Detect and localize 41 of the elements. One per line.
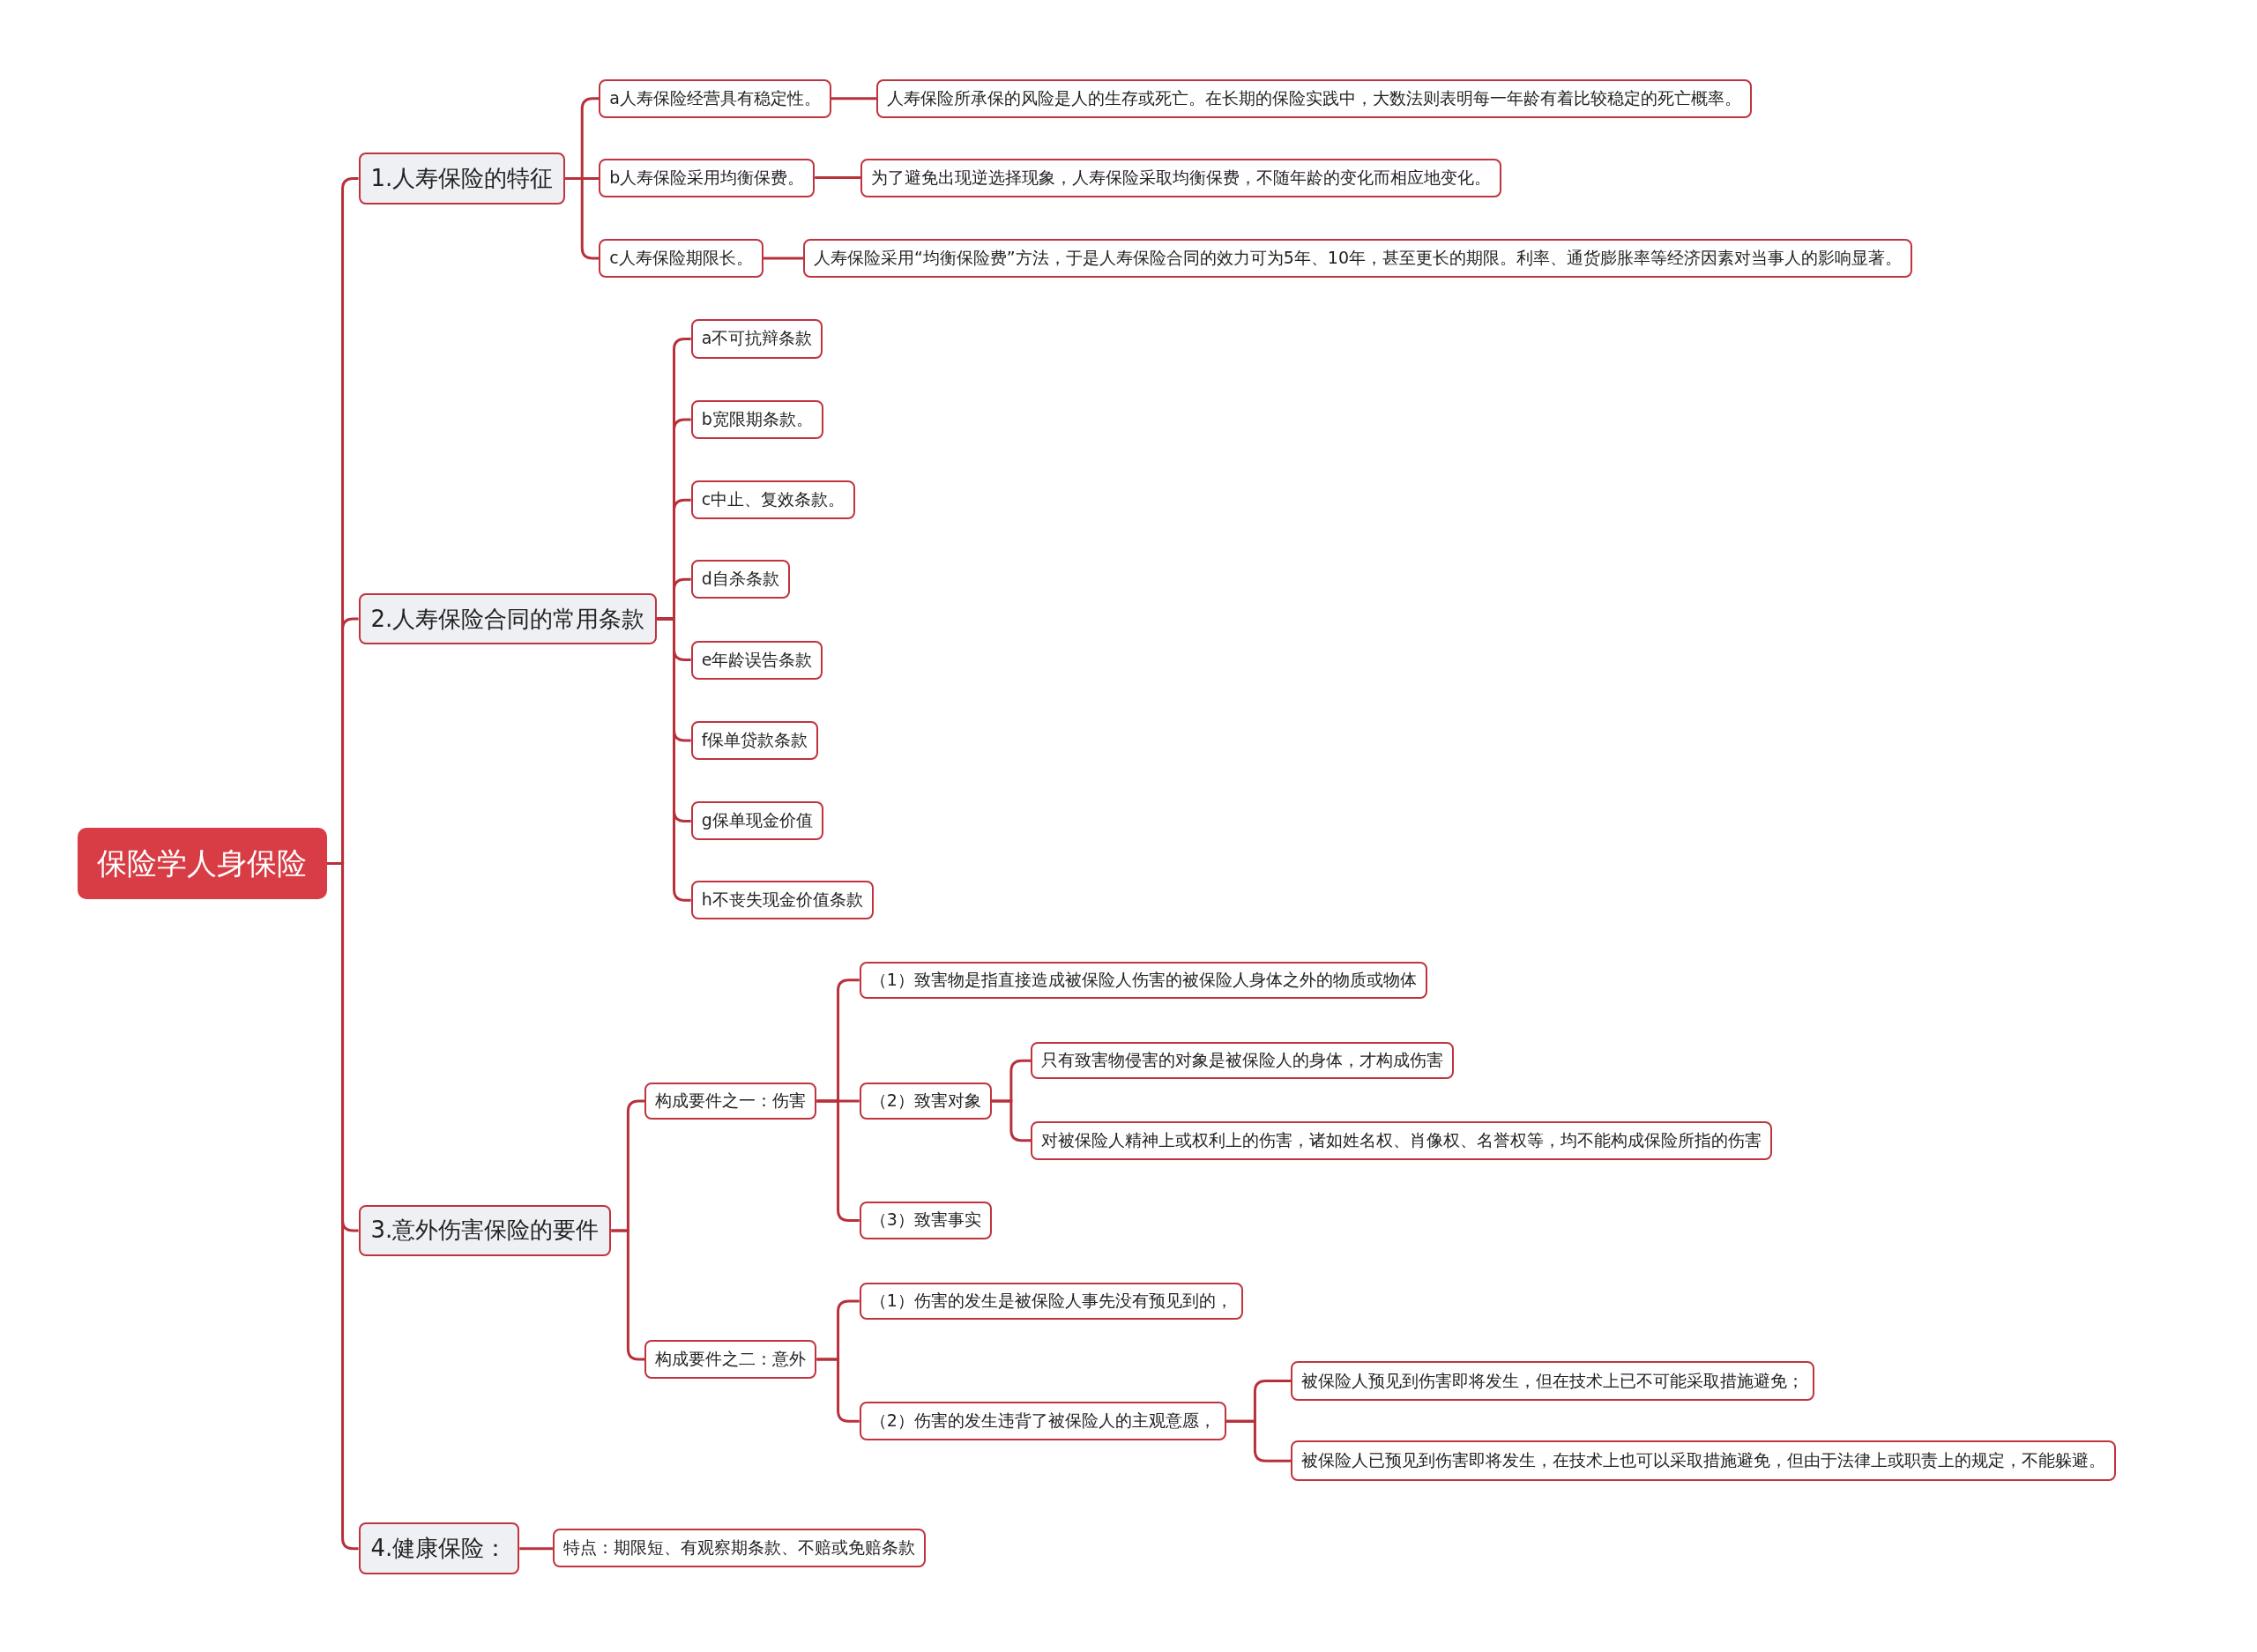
subtopic-box: 构成要件之二：意外 [644,1340,817,1380]
subtopic-box: a不可抗辩条款 [690,319,823,359]
subtopic-box: 被保险人预见到伤害即将发生，但在技术上已不可能采取措施避免； [1291,1361,1815,1401]
root-topic: 保险学人身保险 [78,827,327,900]
connector-line [991,1099,1031,1142]
subtopic-box: d自杀条款 [690,560,790,599]
connector-line [831,97,877,100]
connector-line [1225,1419,1292,1462]
subtopic-box: 构成要件之一：伤害 [644,1082,817,1120]
subtopic-box: g保单现金价值 [690,801,823,841]
connector-line [611,1229,645,1361]
branch-topic: 4.健康保险： [358,1522,520,1575]
connector-line [816,1099,860,1222]
subtopic-box: 人寿保险所承保的风险是人的生存或死亡。在长期的保险实践中，大数法则表明每一年龄有着比较稳定的死亡概率。 [876,78,1753,118]
subtopic-box: （2）伤害的发生违背了被保险人的主观意愿， [859,1402,1226,1441]
subtopic-box: （2）致害对象 [859,1082,992,1120]
subtopic-box: a人寿保险经营具有稳定性。 [599,78,831,118]
subtopic-box: b人寿保险采用均衡保费。 [599,158,816,197]
subtopic-box: c中止、复效条款。 [690,480,856,520]
subtopic-box: h不丧失现金价值条款 [690,881,874,920]
subtopic-box: e年龄误告条款 [690,640,823,680]
subtopic-box: 被保险人已预见到伤害即将发生，在技术上也可以采取措施避免，但由于法律上或职责上的规定，不能躲避。 [1291,1440,2117,1481]
connector-line [657,617,691,902]
connector-line [519,1547,553,1551]
subtopic-box: 只有致害物侵害的对象是被保险人的身体，才构成伤害 [1030,1042,1454,1080]
subtopic-box: （3）致害事实 [859,1202,992,1239]
subtopic-box: （1）伤害的发生是被保险人事先没有预见到的， [859,1282,1243,1321]
subtopic-box: f保单贷款条款 [690,720,819,761]
subtopic-box: 人寿保险采用“均衡保险费”方法，于是人寿保险合同的效力可为5年、10年，甚至更长的期限。利率、通货膨胀率等经济因素对当事人的影响显著。 [803,239,1912,279]
subtopic-box: 特点：期限短、有观察期条款、不赔或免赔条款 [552,1528,926,1567]
branch-topic: 3.意外伤害保险的要件 [358,1204,612,1257]
connector-line [816,1358,860,1423]
connector-line [763,257,803,260]
subtopic-box: c人寿保险期限长。 [599,239,764,279]
connector-line [815,176,861,180]
subtopic-box: （1）致害物是指直接造成被保险人伤害的被保险人身体之外的物质或物体 [859,961,1427,1000]
subtopic-box: b宽限期条款。 [690,399,823,439]
subtopic-box: 为了避免出现逆选择现象，人寿保险采取均衡保费，不随年龄的变化而相应地变化。 [860,158,1502,197]
subtopic-box: 对被保险人精神上或权利上的伤害，诸如姓名权、肖像权、名誉权等，均不能构成保险所指的伤害 [1030,1120,1772,1160]
branch-topic: 1.人寿保险的特征 [358,153,566,205]
branch-topic: 2.人寿保险合同的常用条款 [358,592,658,645]
